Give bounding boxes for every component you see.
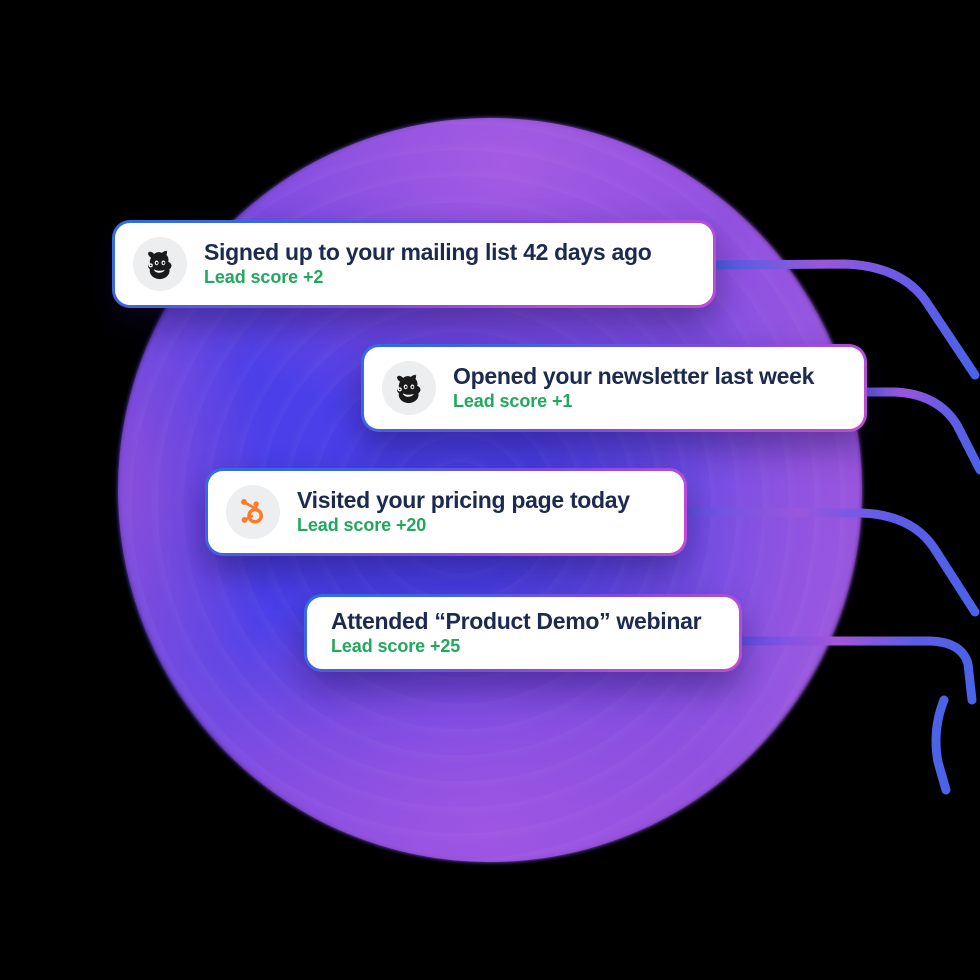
card-lead-score: Lead score +1: [453, 391, 573, 412]
card-text: Visited your pricing page today Lead sco…: [297, 487, 630, 537]
card-title: Visited your pricing page today: [297, 487, 630, 514]
mailchimp-icon: [133, 237, 187, 291]
activity-card-attended-webinar[interactable]: Attended “Product Demo” webinar Lead sco…: [304, 594, 742, 672]
card-text: Opened your newsletter last week Lead sc…: [453, 363, 814, 413]
activity-card-visited-pricing[interactable]: Visited your pricing page today Lead sco…: [205, 468, 687, 556]
card-inner: Visited your pricing page today Lead sco…: [208, 471, 684, 553]
activity-card-signed-up[interactable]: Signed up to your mailing list 42 days a…: [112, 220, 716, 308]
card-inner: Attended “Product Demo” webinar Lead sco…: [307, 597, 739, 669]
card-inner: Signed up to your mailing list 42 days a…: [115, 223, 713, 305]
card-inner: Opened your newsletter last week Lead sc…: [364, 347, 864, 429]
hubspot-icon: [226, 485, 280, 539]
connector-line-4-tail: [931, 695, 951, 795]
card-lead-score: Lead score +2: [204, 267, 324, 288]
card-title: Attended “Product Demo” webinar: [331, 608, 702, 634]
connector-line-4: [723, 636, 977, 705]
connector-line-2: [847, 387, 980, 475]
card-text: Signed up to your mailing list 42 days a…: [204, 239, 652, 289]
card-title: Opened your newsletter last week: [453, 363, 815, 390]
card-lead-score: Lead score +20: [297, 515, 427, 536]
card-lead-score: Lead score +25: [331, 636, 461, 657]
activity-card-opened-newsletter[interactable]: Opened your newsletter last week Lead sc…: [361, 344, 867, 432]
mailchimp-icon: [382, 361, 436, 415]
card-title: Signed up to your mailing list 42 days a…: [204, 239, 652, 266]
card-text: Attended “Product Demo” webinar Lead sco…: [331, 608, 702, 658]
